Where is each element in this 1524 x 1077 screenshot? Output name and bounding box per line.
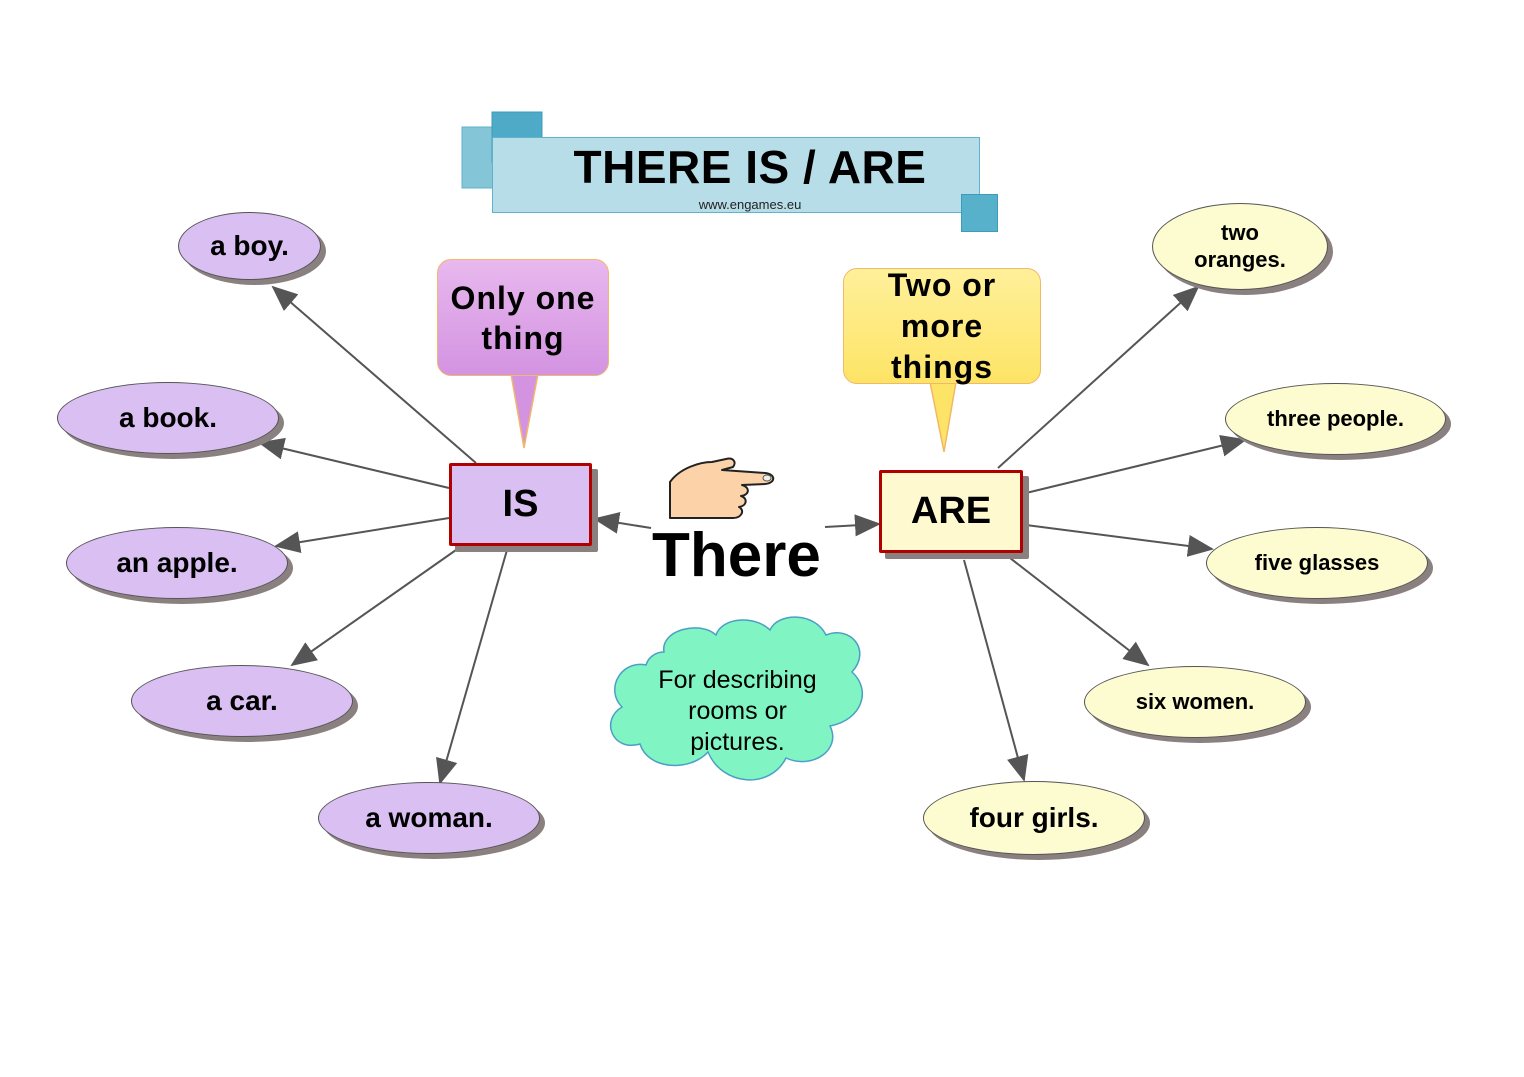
arrow-are-women xyxy=(1009,557,1150,667)
is-label: IS xyxy=(502,483,539,525)
cloud-shape xyxy=(610,616,863,781)
are-item-two-oranges[interactable]: two oranges. xyxy=(1152,203,1328,290)
item-label: a book. xyxy=(118,402,217,434)
item-label: six women. xyxy=(1135,688,1255,714)
item-label: a woman. xyxy=(365,802,493,834)
item-label-line: two xyxy=(1221,220,1259,246)
item-label: a boy. xyxy=(210,230,289,262)
arrow-is-car xyxy=(290,549,457,667)
arrow-are-people xyxy=(1025,434,1247,494)
are-node[interactable]: ARE xyxy=(879,470,1023,553)
arrow-is-woman xyxy=(436,549,508,785)
item-label-line: oranges. xyxy=(1194,246,1286,272)
callout-line: Only one xyxy=(450,279,596,316)
callout-line: more xyxy=(900,307,984,344)
website-link[interactable]: www.engames.eu xyxy=(698,197,802,212)
note-line: For describing xyxy=(658,666,817,694)
is-node[interactable]: IS xyxy=(449,463,592,546)
note-line: rooms or xyxy=(688,697,787,725)
item-label: four girls. xyxy=(969,802,1099,834)
is-item-a-woman[interactable]: a woman. xyxy=(318,782,540,854)
is-item-an-apple[interactable]: an apple. xyxy=(66,527,288,599)
note-line: pictures. xyxy=(690,728,785,756)
arrow-there-is xyxy=(593,511,652,534)
center-there-label: There xyxy=(652,521,821,590)
is-item-a-boy[interactable]: a boy. xyxy=(178,212,321,280)
cloud-note: For describing rooms or pictures. xyxy=(630,665,845,758)
are-label: ARE xyxy=(910,490,992,532)
item-label: an apple. xyxy=(116,547,238,579)
item-label: five glasses xyxy=(1254,549,1380,575)
is-item-a-car[interactable]: a car. xyxy=(131,665,353,737)
callout-tail-gold xyxy=(929,381,957,453)
page-title: THERE IS / ARE xyxy=(573,141,927,193)
arrow-there-are xyxy=(824,514,881,537)
is-item-a-book[interactable]: a book. xyxy=(57,382,279,454)
are-item-five-glasses[interactable]: five glasses xyxy=(1206,527,1428,599)
arrow-is-book xyxy=(258,437,450,489)
callout-line: Two or xyxy=(887,266,997,303)
callout-only-one-thing: Only one thing xyxy=(437,259,609,376)
are-item-three-people[interactable]: three people. xyxy=(1225,383,1446,455)
are-item-six-women[interactable]: six women. xyxy=(1084,666,1306,738)
title-banner xyxy=(492,137,980,213)
callout-line: things xyxy=(891,348,993,385)
item-label: a car. xyxy=(206,685,278,717)
callout-tail-pink xyxy=(510,373,539,449)
are-item-four-girls[interactable]: four girls. xyxy=(923,781,1145,855)
arrow-is-boy xyxy=(271,285,477,464)
arrow-are-oranges xyxy=(997,285,1200,469)
pointing-hand-icon xyxy=(669,457,775,519)
banner-square-bottom-right xyxy=(961,194,998,232)
callout-two-or-more-things: Two or more things xyxy=(843,266,1041,385)
item-label: three people. xyxy=(1267,405,1404,431)
arrow-are-girls xyxy=(963,559,1029,782)
arrow-are-glasses xyxy=(1025,524,1214,557)
arrow-is-apple xyxy=(274,517,450,554)
callout-line: thing xyxy=(481,319,565,356)
